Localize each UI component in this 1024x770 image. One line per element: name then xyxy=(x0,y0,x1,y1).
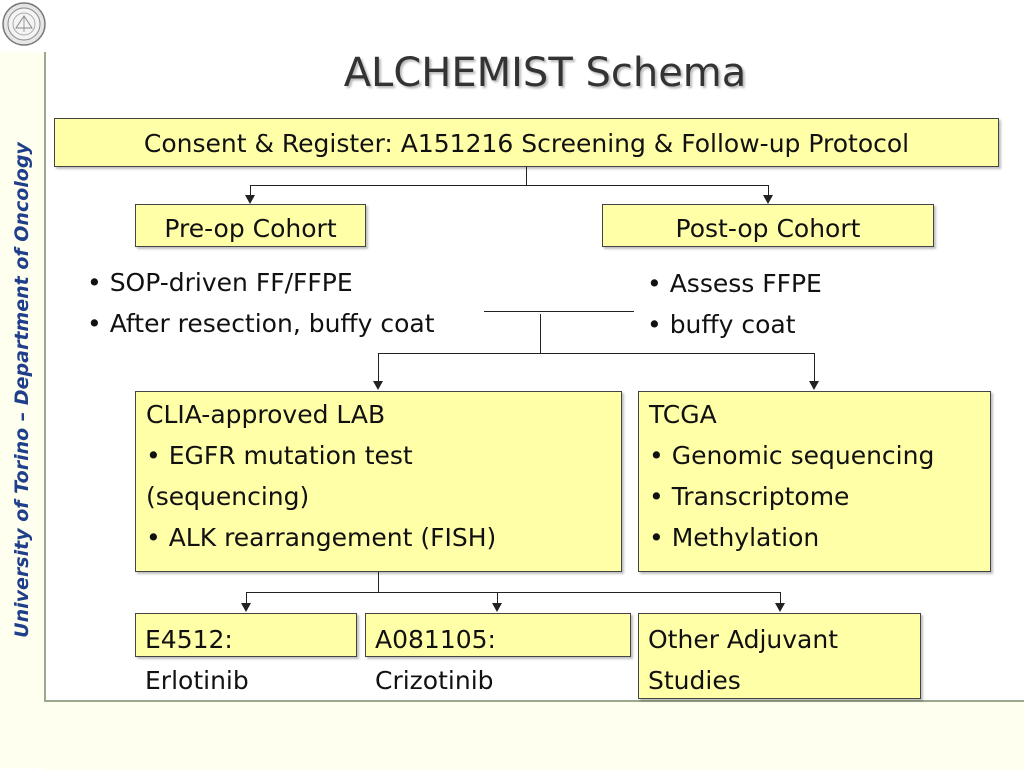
other-adjuvant-line: Other Adjuvant xyxy=(648,625,839,654)
tcga-line: • Transcriptome xyxy=(649,482,850,511)
connector xyxy=(780,592,781,604)
tcga-line: • Genomic sequencing xyxy=(649,441,935,470)
clia-line: CLIA-approved LAB xyxy=(146,400,386,429)
clia-line: • ALK rearrangement (FISH) xyxy=(146,523,497,552)
list-item: • Assess FFPE xyxy=(647,269,822,298)
arrow-down-icon xyxy=(373,381,383,390)
e4512-text: E4512: Erlotinib xyxy=(135,619,259,701)
connector xyxy=(768,185,769,196)
post-op-cohort-box: Post-op Cohort xyxy=(602,204,934,247)
consent-register-text: Consent & Register: A151216 Screening & … xyxy=(143,129,910,158)
connector xyxy=(378,353,379,382)
pre-op-bullets: • SOP-driven FF/FFPE • After resection, … xyxy=(87,262,435,344)
arrow-down-icon xyxy=(775,603,785,612)
clia-lab-box: CLIA-approved LAB • EGFR mutation test (… xyxy=(135,391,622,572)
left-band xyxy=(0,52,46,768)
connector xyxy=(246,592,781,593)
connector xyxy=(814,353,815,382)
other-adjuvant-text: Other Adjuvant Studies xyxy=(638,619,848,701)
arrow-down-icon xyxy=(809,381,819,390)
connector xyxy=(484,311,634,312)
e4512-label: E4512: xyxy=(145,625,233,654)
list-item: • buffy coat xyxy=(647,310,796,339)
list-item: • After resection, buffy coat xyxy=(87,309,435,338)
e4512-box xyxy=(135,613,357,657)
arrow-down-icon xyxy=(763,195,773,204)
bottom-band xyxy=(44,700,1024,770)
a081105-label: A081105: xyxy=(375,625,496,654)
a081105-box xyxy=(365,613,631,657)
connector xyxy=(246,592,247,604)
a081105-drug: Crizotinib xyxy=(375,666,494,695)
pre-op-cohort-box: Pre-op Cohort xyxy=(135,204,366,247)
sidebar-label: University of Torino – Department of Onc… xyxy=(11,142,33,638)
arrow-down-icon xyxy=(245,195,255,204)
tcga-box: TCGA • Genomic sequencing • Transcriptom… xyxy=(638,391,991,572)
pre-op-cohort-label: Pre-op Cohort xyxy=(164,214,337,243)
page-title: ALCHEMIST Schema xyxy=(343,50,747,96)
a081105-text: A081105: Crizotinib xyxy=(365,619,506,701)
other-adjuvant-box xyxy=(638,613,921,699)
arrow-down-icon xyxy=(492,603,502,612)
clia-line: (sequencing) xyxy=(146,482,310,511)
post-op-bullets: • Assess FFPE • buffy coat xyxy=(647,263,822,345)
tcga-line: • Methylation xyxy=(649,523,820,552)
other-adjuvant-line: Studies xyxy=(648,666,741,695)
connector xyxy=(250,185,251,196)
connector xyxy=(250,185,769,186)
consent-register-box: Consent & Register: A151216 Screening & … xyxy=(54,118,999,167)
tcga-line: TCGA xyxy=(649,400,717,429)
connector xyxy=(497,592,498,604)
post-op-cohort-label: Post-op Cohort xyxy=(675,214,861,243)
connector xyxy=(378,572,379,592)
university-seal-icon xyxy=(2,2,46,46)
connector xyxy=(526,167,527,185)
list-item: • SOP-driven FF/FFPE xyxy=(87,268,353,297)
clia-line: • EGFR mutation test xyxy=(146,441,413,470)
e4512-drug: Erlotinib xyxy=(145,666,249,695)
connector xyxy=(540,314,541,353)
connector xyxy=(378,353,815,354)
arrow-down-icon xyxy=(241,603,251,612)
